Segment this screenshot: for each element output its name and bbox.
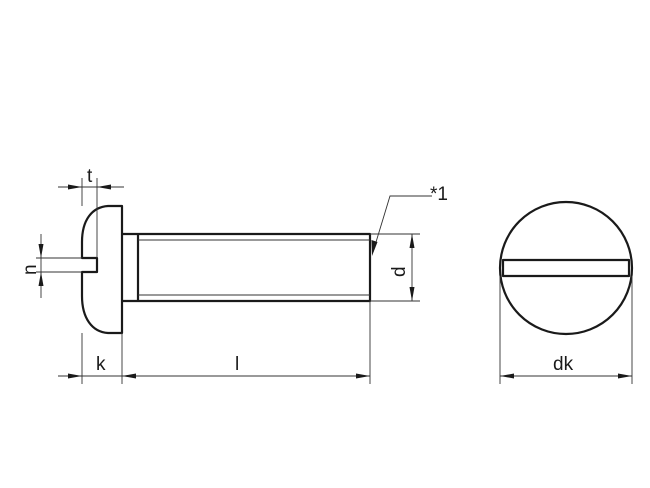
note-label-1: *1 [430, 184, 448, 205]
dimension-label-k: k [96, 354, 106, 375]
screw-head-circle [498, 200, 634, 336]
dimension-d: d [370, 233, 420, 302]
dimension-label-dk: dk [553, 354, 574, 375]
screw-head-outline [80, 204, 124, 335]
dimension-t: t [58, 166, 124, 258]
dimension-dk: dk [499, 276, 633, 384]
dimension-label-t: t [87, 166, 93, 187]
dimension-label-n: n [20, 264, 41, 275]
dimension-k-l: k l [58, 301, 371, 384]
screw-shank-outline [122, 232, 372, 303]
dimension-label-l: l [235, 354, 239, 375]
note-leader-1: *1 [371, 184, 448, 256]
side-view [80, 204, 372, 335]
top-view [498, 200, 634, 336]
screw-slot [501, 258, 631, 278]
dimension-label-d: d [389, 266, 410, 277]
dimension-n: n [20, 234, 82, 298]
